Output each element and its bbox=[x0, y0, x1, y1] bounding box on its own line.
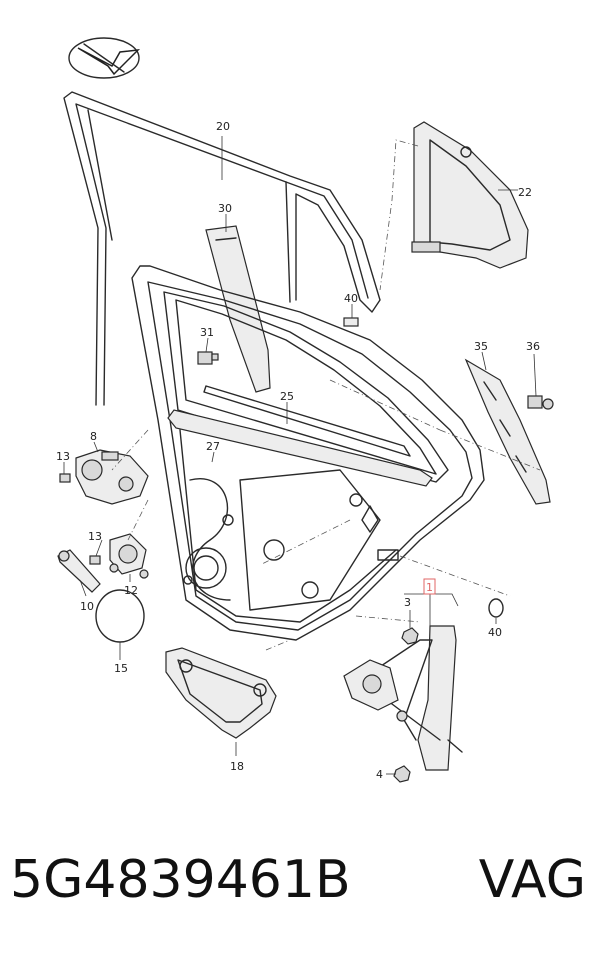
window-seal-strip bbox=[167, 385, 433, 487]
footer: 5G4839461B VAG bbox=[0, 840, 600, 960]
callout-12: 12 bbox=[124, 584, 138, 597]
callout-13-top: 13 bbox=[56, 450, 70, 463]
part-number: 5G4839461B bbox=[10, 850, 351, 910]
screw-lower bbox=[89, 555, 101, 565]
callout-27: 27 bbox=[206, 440, 220, 453]
callout-15: 15 bbox=[114, 662, 128, 675]
clip-top bbox=[343, 317, 359, 327]
leader-lines bbox=[63, 136, 537, 775]
callout-40-top: 40 bbox=[344, 292, 358, 305]
callout-1: 1 bbox=[426, 581, 433, 594]
callout-4: 4 bbox=[376, 768, 383, 781]
callout-22: 22 bbox=[518, 186, 532, 199]
assembly-lines bbox=[111, 139, 541, 651]
callout-36: 36 bbox=[526, 340, 540, 353]
callout-35: 35 bbox=[474, 340, 488, 353]
callout-25: 25 bbox=[280, 390, 294, 403]
callout-18: 18 bbox=[230, 760, 244, 773]
callout-30: 30 bbox=[218, 202, 232, 215]
window-motor bbox=[75, 449, 149, 505]
round-cover bbox=[95, 589, 145, 643]
pillar-cover bbox=[464, 358, 551, 505]
orientation-arrow-icon bbox=[68, 37, 141, 79]
crank-handle bbox=[57, 549, 101, 593]
screw-clip bbox=[527, 395, 554, 410]
window-regulator bbox=[343, 625, 463, 771]
callout-31: 31 bbox=[200, 326, 214, 339]
brand-name: VAG bbox=[478, 850, 586, 910]
window-channel-seal bbox=[63, 91, 381, 406]
nut-4 bbox=[393, 765, 411, 783]
callout-8: 8 bbox=[90, 430, 97, 443]
screw-top bbox=[59, 473, 71, 483]
nut-3 bbox=[401, 627, 419, 645]
callout-labels: 20 22 30 40 31 35 36 25 8 13 27 13 12 10… bbox=[56, 120, 540, 781]
callout-20: 20 bbox=[216, 120, 230, 133]
callout-3: 3 bbox=[404, 596, 411, 609]
pillar-trim bbox=[205, 225, 271, 393]
quarter-window-frame bbox=[411, 121, 529, 269]
seal-membrane bbox=[165, 647, 277, 739]
callout-1-highlight-box bbox=[423, 578, 436, 595]
callout-10: 10 bbox=[80, 600, 94, 613]
callout-13-lower: 13 bbox=[88, 530, 102, 543]
fastener-clip bbox=[197, 351, 219, 365]
clip-right bbox=[488, 598, 504, 618]
regulator-drive-gear bbox=[109, 533, 149, 579]
exploded-parts-diagram: 20 22 30 40 31 35 36 25 8 13 27 13 12 10… bbox=[56, 37, 554, 783]
callout-40-right: 40 bbox=[488, 626, 502, 639]
